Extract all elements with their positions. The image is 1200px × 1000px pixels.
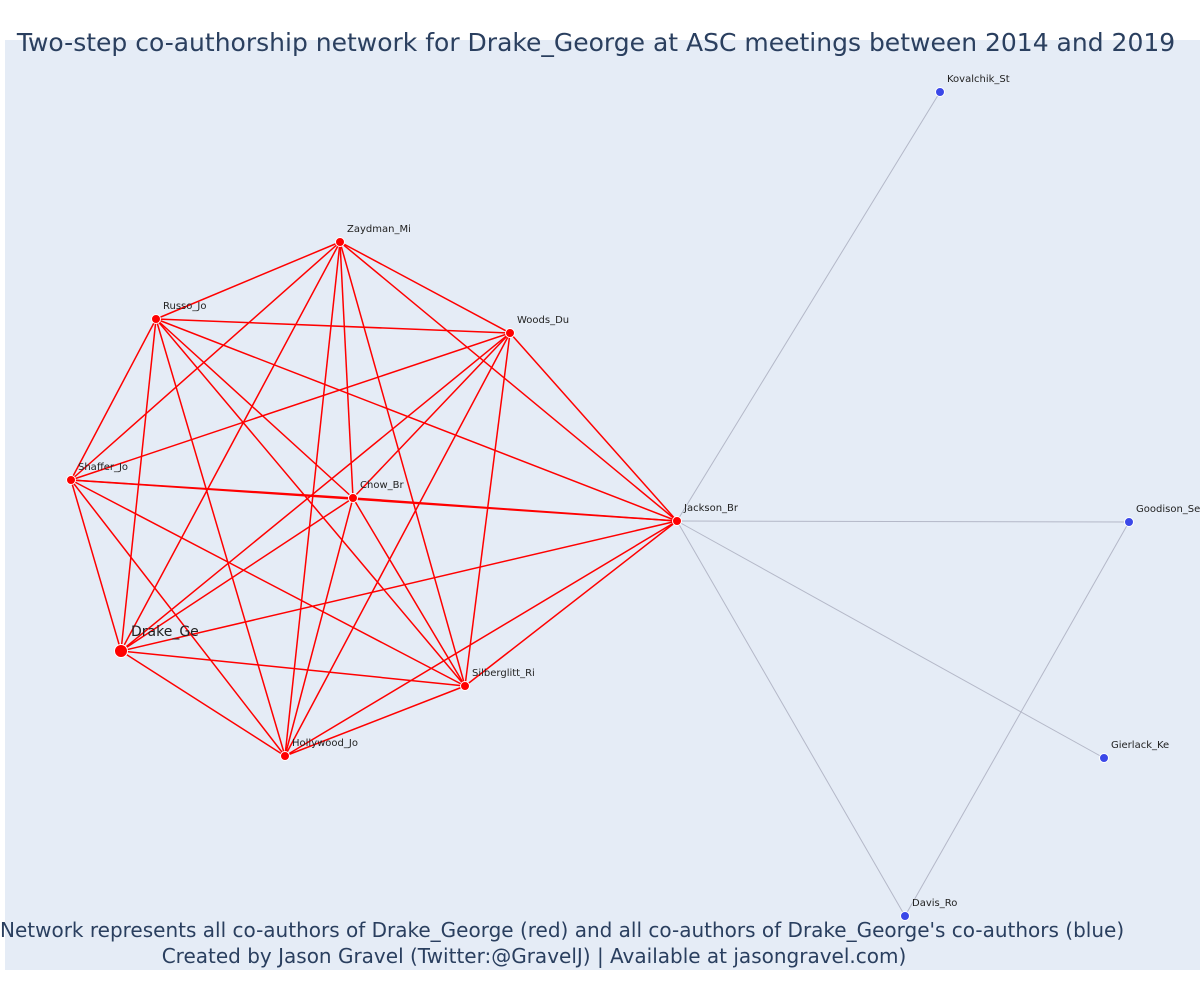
- edge-Zaydman_Mi-Chow_Br: [339, 241, 354, 499]
- node-Russo_Jo[interactable]: [151, 314, 161, 324]
- edge-Russo_Jo-Hollywood_Jo: [155, 318, 286, 757]
- node-label-Zaydman_Mi: Zaydman_Mi: [347, 224, 411, 235]
- edge-Silberglitt_Ri-Hollywood_Jo: [284, 685, 466, 757]
- edge-Shaffer_Jo-Silberglitt_Ri: [70, 479, 466, 687]
- chart-title: Two-step co-authorship network for Drake…: [16, 28, 1176, 57]
- edge-Woods_Du-Shaffer_Jo: [70, 332, 511, 481]
- node-label-Russo_Jo: Russo_Jo: [163, 301, 206, 312]
- node-Zaydman_Mi[interactable]: [335, 237, 345, 247]
- node-Hollywood_Jo[interactable]: [280, 751, 290, 761]
- node-label-Woods_Du: Woods_Du: [517, 315, 569, 326]
- node-Kovalchik_St[interactable]: [935, 87, 945, 97]
- edge-Drake_Ge-Jackson_Br: [120, 520, 678, 652]
- edge-Russo_Jo-Chow_Br: [155, 318, 354, 499]
- edge-Chow_Br-Hollywood_Jo: [284, 497, 354, 757]
- node-Silberglitt_Ri[interactable]: [460, 681, 470, 691]
- node-Shaffer_Jo[interactable]: [66, 475, 76, 485]
- edge-Russo_Jo-Shaffer_Jo: [70, 318, 157, 481]
- node-Goodison_Se[interactable]: [1124, 517, 1134, 527]
- node-label-Goodison_Se: Goodison_Se: [1136, 504, 1200, 515]
- edge-Russo_Jo-Woods_Du: [155, 318, 511, 334]
- edge-Drake_Ge-Zaydman_Mi: [120, 241, 341, 652]
- caption-line-2: Created by Jason Gravel (Twitter:@Gravel…: [161, 944, 907, 968]
- node-label-Jackson_Br: Jackson_Br: [683, 503, 739, 514]
- edge-Jackson_Br-Hollywood_Jo: [284, 520, 678, 757]
- plot-area: [5, 40, 1200, 970]
- edge-Drake_Ge-Chow_Br: [120, 497, 354, 652]
- edge-Zaydman_Mi-Silberglitt_Ri: [339, 241, 466, 687]
- node-Jackson_Br[interactable]: [672, 516, 682, 526]
- edge-Jackson_Br-Kovalchik_St: [676, 91, 941, 522]
- edge-Drake_Ge-Silberglitt_Ri: [120, 650, 466, 687]
- edge-Goodison_Se-Davis_Ro: [904, 521, 1130, 917]
- edge-Jackson_Br-Goodison_Se: [676, 520, 1130, 523]
- edge-Drake_Ge-Shaffer_Jo: [70, 479, 122, 652]
- edge-Chow_Br-Jackson_Br: [352, 497, 678, 522]
- edge-Jackson_Br-Gierlack_Ke: [676, 520, 1105, 759]
- node-layer: [66, 87, 1134, 921]
- node-Drake_Ge[interactable]: [114, 644, 128, 658]
- edge-Woods_Du-Chow_Br: [352, 332, 511, 499]
- edge-Woods_Du-Hollywood_Jo: [284, 332, 511, 757]
- node-label-Silberglitt_Ri: Silberglitt_Ri: [472, 668, 535, 679]
- edge-Zaydman_Mi-Jackson_Br: [339, 241, 678, 522]
- node-Davis_Ro[interactable]: [900, 911, 910, 921]
- edge-Jackson_Br-Silberglitt_Ri: [464, 520, 678, 687]
- node-label-Gierlack_Ke: Gierlack_Ke: [1111, 740, 1169, 751]
- edge-Russo_Jo-Silberglitt_Ri: [155, 318, 466, 687]
- edge-Shaffer_Jo-Hollywood_Jo: [70, 479, 286, 757]
- caption-line-1: Network represents all co-authors of Dra…: [0, 918, 1125, 942]
- edge-Zaydman_Mi-Hollywood_Jo: [284, 241, 341, 757]
- edge-Drake_Ge-Hollywood_Jo: [120, 650, 286, 757]
- node-label-Chow_Br: Chow_Br: [360, 480, 404, 491]
- node-Chow_Br[interactable]: [348, 493, 358, 503]
- edge-layer: [70, 91, 1130, 917]
- node-Woods_Du[interactable]: [505, 328, 515, 338]
- edge-Chow_Br-Silberglitt_Ri: [352, 497, 466, 687]
- edge-Jackson_Br-Davis_Ro: [676, 520, 906, 917]
- node-label-Davis_Ro: Davis_Ro: [912, 898, 957, 909]
- edge-Drake_Ge-Woods_Du: [120, 332, 511, 652]
- node-label-Shaffer_Jo: Shaffer_Jo: [78, 462, 128, 473]
- edge-Zaydman_Mi-Russo_Jo: [155, 241, 341, 320]
- node-label-Kovalchik_St: Kovalchik_St: [947, 74, 1010, 85]
- node-label-Hollywood_Jo: Hollywood_Jo: [292, 738, 358, 749]
- edge-Russo_Jo-Jackson_Br: [155, 318, 678, 522]
- node-Gierlack_Ke[interactable]: [1099, 753, 1109, 763]
- edge-Zaydman_Mi-Shaffer_Jo: [70, 241, 341, 481]
- label-layer: Drake_Ge Zaydman_MiRusso_JoWoods_DuShaffe…: [78, 74, 1200, 909]
- edge-Woods_Du-Jackson_Br: [509, 332, 678, 522]
- edge-Woods_Du-Silberglitt_Ri: [464, 332, 511, 687]
- edge-Zaydman_Mi-Woods_Du: [339, 241, 511, 334]
- node-label-Drake_Ge: Drake_Ge: [131, 624, 199, 640]
